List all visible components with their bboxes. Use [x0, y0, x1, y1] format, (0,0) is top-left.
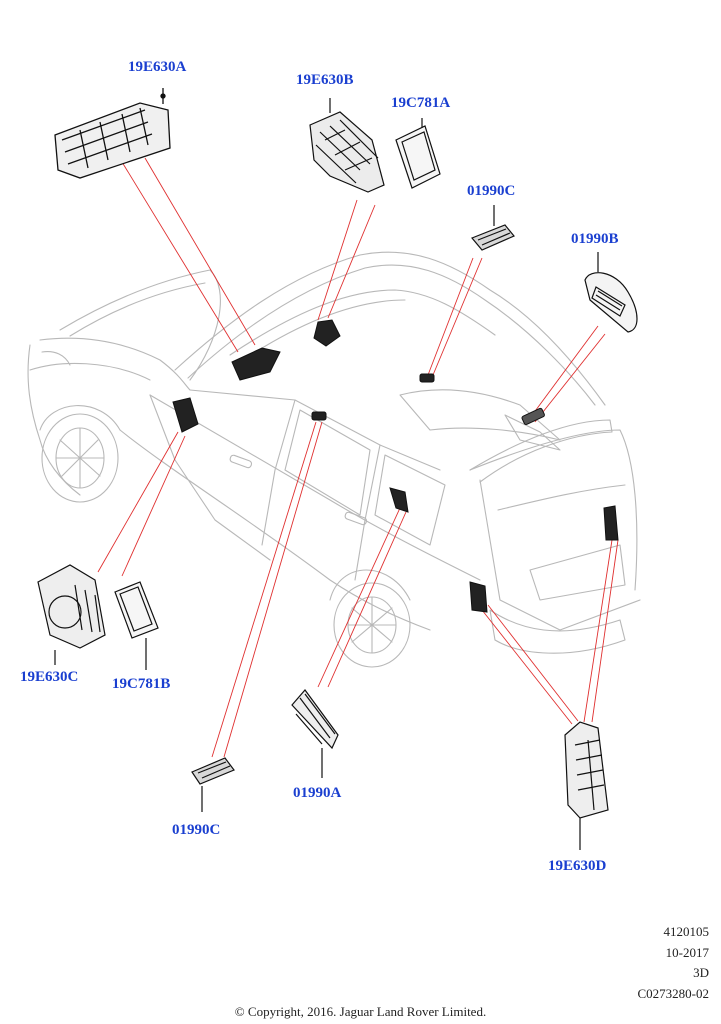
callout-19C781A: 19C781A [391, 95, 451, 111]
vent-01990C-lower [191, 757, 235, 812]
diagram-code: C0273280-02 [637, 986, 710, 1001]
callout-19C781B: 19C781B [112, 676, 171, 692]
callout-19E630B: 19E630B [296, 72, 354, 88]
callout-01990B: 01990B [571, 231, 619, 247]
vehicle-parts [172, 319, 619, 613]
leader-lines [97, 157, 619, 758]
vent-01990C-upper [471, 205, 515, 251]
diagram-date: 10-2017 [665, 945, 709, 960]
bezel-19C781B [114, 581, 159, 670]
vent-19E630B [309, 98, 385, 193]
vent-01990A [291, 689, 339, 778]
callout-19E630C: 19E630C [20, 669, 79, 685]
vent-19E630D [564, 721, 609, 850]
vent-19E630C [37, 564, 106, 665]
callout-19E630D: 19E630D [548, 858, 607, 874]
vent-01990B [584, 252, 638, 333]
callout-19E630A: 19E630A [128, 59, 187, 75]
diagram-ref-number: 4120105 [663, 924, 710, 939]
vent-19E630A [54, 88, 171, 179]
callout-01990C-lower: 01990C [172, 822, 221, 838]
vehicle-outline [27, 251, 641, 668]
bezel-19C781A [395, 118, 441, 189]
diagram-view: 3D [693, 965, 709, 980]
callout-01990C-upper: 01990C [467, 183, 516, 199]
copyright-notice: © Copyright, 2016. Jaguar Land Rover Lim… [234, 1004, 487, 1019]
callout-01990A: 01990A [293, 785, 342, 801]
